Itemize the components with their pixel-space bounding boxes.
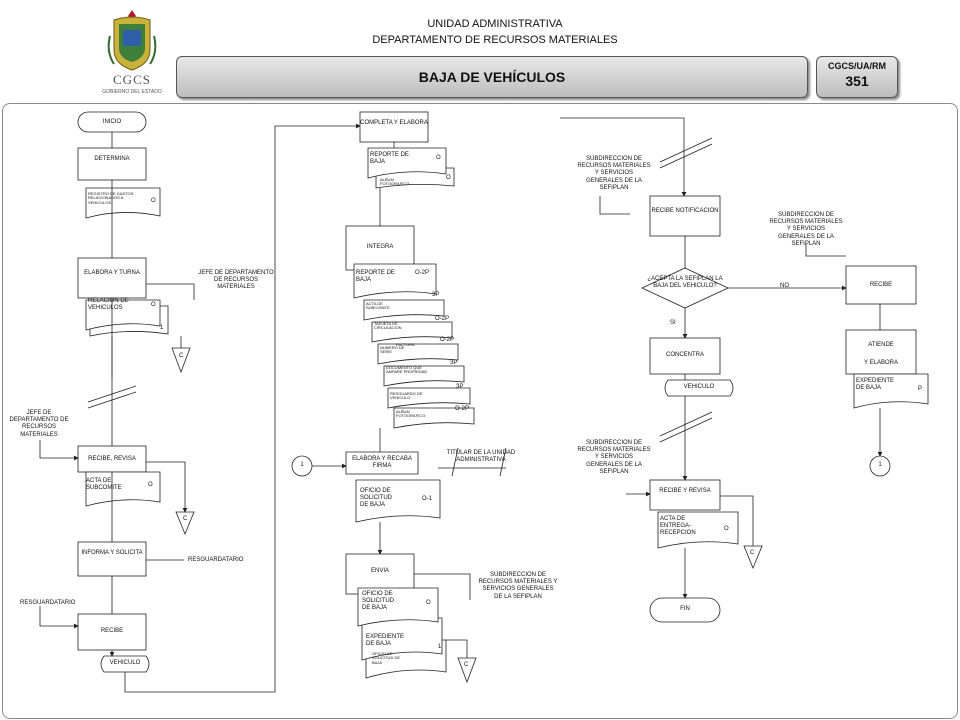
- title-bar: BAJA DE VEHÍCULOS: [176, 56, 808, 98]
- actor-jefe-departamento-2: JEFE DE DEPARTAMENTO DE RECURSOS MATERIA…: [9, 410, 69, 438]
- doc-expediente-baja-2: EXPEDIENTE DE BAJA: [856, 378, 895, 391]
- doc-album-copy-code: O: [446, 175, 451, 181]
- store-vehiculo-1: VEHICULO: [109, 660, 141, 666]
- doc-acta-copy-code: O: [148, 482, 153, 488]
- step-elabora-recaba-firma: ELABORA Y RECABA FIRMA: [352, 456, 412, 470]
- doc-documento-copy-3p: 3P: [450, 360, 458, 366]
- doc-resguardo-vehiculo: RESGUARDO DE VEHICULO: [390, 391, 423, 401]
- doc-album-2-copy-code: O-2P: [455, 406, 470, 412]
- coat-of-arms-logo: CGCS GOBIERNO DEL ESTADO: [102, 10, 162, 95]
- doc-oficio-solicitud-2: OFICIO DE SOLICITUD DE BAJA: [362, 591, 395, 611]
- doc-numero-copy-code: O-2P: [440, 337, 455, 343]
- actor-resguardatario-2: RESGUARDATARIO: [20, 600, 76, 606]
- step-atiende: ATIENDE: [868, 342, 894, 348]
- doc-expediente-copy-number: 1: [438, 644, 442, 650]
- decision-no-label: NO: [780, 283, 789, 289]
- doc-tarjeta-copy-code: O-2P: [435, 316, 450, 322]
- actor-jefe-departamento-1: JEFE DE DEPARTAMENTO DE RECURSOS MATERIA…: [198, 270, 274, 291]
- doc-registro-copy-code: O: [151, 198, 156, 204]
- doc-tarjeta-circulacion: TARJETA DE CIRCULACION: [374, 321, 402, 331]
- doc-acta-subcomite: ACTA DE SUBCOMITE: [86, 478, 122, 491]
- doc-oficio-2-copy-code: O: [426, 600, 431, 606]
- doc-acta-entrega-recepcion: ACTA DE ENTREGA-RECEPCION: [660, 516, 696, 536]
- doc-relacion-copy-code: O: [151, 302, 156, 308]
- doc-reporte-copy-code: O: [436, 155, 441, 161]
- step-informa-solicita: INFORMA Y SOLICITA: [81, 550, 143, 556]
- unit-heading: UNIDAD ADMINISTRATIVA: [427, 18, 563, 30]
- doc-resguardo-copy-3p: 3P: [456, 384, 464, 390]
- step-integra: INTEGRA: [366, 244, 394, 250]
- start-terminator: INICIO: [102, 119, 122, 125]
- store-vehiculo-2: VEHICULO: [683, 384, 715, 390]
- step-recibe-y-revisa: RECIBE Y REVISA: [659, 488, 711, 494]
- archive-marker-4: C: [750, 550, 755, 556]
- doc-relacion-copy-number: 1: [160, 325, 164, 331]
- procedure-code-box: CGCS/UA/RM 351: [816, 56, 898, 98]
- doc-album-fotografico: ALBUM FOTOGRAFICO: [380, 177, 410, 187]
- actor-subdireccion-3: SUBDIRECCION DE RECURSOS MATERIALES Y SE…: [577, 440, 651, 475]
- logo-wordmark: CGCS: [113, 72, 151, 87]
- actor-subdireccion-1: SUBDIRECCION DE RECURSOS MATERIALES Y SE…: [478, 572, 558, 600]
- doc-registro-gastos: REGISTRO DE GASTOS RELACIONADOS A VEHICU…: [88, 191, 134, 205]
- archive-marker-3: C: [464, 662, 469, 668]
- step-elabora-turna: ELABORA Y TURNA: [84, 270, 140, 276]
- doc-oficio-small: OFICIO DE SOLICITUD DE BAJA: [372, 651, 401, 665]
- doc-reporte-2-copy-code: O-2P: [415, 270, 430, 276]
- doc-reporte-baja: REPORTE DE BAJA: [370, 152, 409, 165]
- step-envia: ENVIA: [370, 568, 389, 574]
- actor-subdireccion-4: SUBDIRECCION DE RECURSOS MATERIALES Y SE…: [769, 212, 843, 247]
- decision-yes-label: SI: [670, 320, 676, 326]
- step-determina: DETERMINA: [94, 156, 130, 162]
- doc-relacion-vehiculos: RELACION DE VEHICULOS: [88, 298, 129, 311]
- doc-oficio-copy-code: O-1: [422, 496, 433, 502]
- doc-reporte-baja-2: REPORTE DE BAJA: [356, 270, 395, 283]
- doc-factura: FACTURA: [396, 342, 415, 347]
- procedure-number: 351: [845, 73, 869, 89]
- doc-album-fotografico-2: ALBUM FOTOGRAFICO: [396, 409, 426, 419]
- end-terminator: FIN: [680, 606, 690, 612]
- doc-expediente-2-copy-code: P: [918, 386, 923, 392]
- actor-subdireccion-2: SUBDIRECCION DE RECURSOS MATERIALES Y SE…: [577, 156, 651, 191]
- step-concentra: CONCENTRA: [665, 352, 704, 358]
- actor-titular-unidad: TITULAR DE LA UNIDAD ADMINISTRATIVA: [446, 450, 516, 464]
- step-recibe-notificacion: RECIBE NOTIFICACION: [651, 208, 719, 214]
- step-recibe-revisa: RECIBE, REVISA: [88, 456, 136, 462]
- step-y-elabora: Y ELABORA: [864, 360, 898, 366]
- archive-marker-1: C: [179, 353, 184, 359]
- department-heading: DEPARTAMENTO DE RECURSOS MATERIALES: [372, 34, 618, 46]
- actor-resguardatario-1: RESGUARDATARIO: [188, 557, 244, 563]
- decision-acepta-baja: ¿ACEPTA LA SEFIPLAN LA BAJA DEL VEHICULO…: [647, 276, 723, 290]
- step-recibe: RECIBE: [100, 628, 124, 634]
- diagram-frame: [2, 103, 958, 719]
- doc-oficio-solicitud: OFICIO DE SOLICITUD DE BAJA: [360, 488, 393, 508]
- doc-acta-copy-3p: 3P: [432, 292, 440, 298]
- connector-1-out: 1: [878, 462, 882, 468]
- doc-numero-serie: NUMERO DE SERIE: [380, 345, 405, 355]
- page-header: CGCS GOBIERNO DEL ESTADO UNIDAD ADMINIST…: [0, 0, 960, 100]
- step-completa-elabora: COMPLETA Y ELABORA: [360, 120, 428, 126]
- archive-marker-2: C: [183, 516, 188, 522]
- connector-1-in: 1: [300, 462, 304, 468]
- doc-acta-entrega-copy-code: O: [724, 526, 729, 532]
- procedure-code-label: CGCS/UA/RM: [828, 61, 886, 71]
- doc-documento-propiedad: DOCUMENTO QUE AMPARE PROPIEDAD: [386, 365, 428, 375]
- step-recibe-no: RECIBE: [869, 282, 893, 288]
- doc-acta-subcomite-2: ACTA DE SUBCOMITE: [366, 301, 390, 311]
- logo-subtext: GOBIERNO DEL ESTADO: [102, 89, 162, 95]
- page-title: BAJA DE VEHÍCULOS: [418, 69, 566, 85]
- doc-expediente-baja: EXPEDIENTE DE BAJA: [366, 634, 405, 647]
